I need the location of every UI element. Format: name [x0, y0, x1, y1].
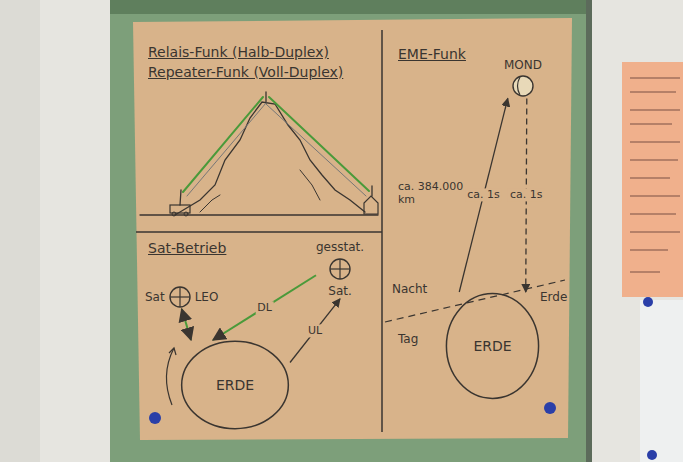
circle-shape: [170, 287, 190, 307]
satellite-label: gesstat.: [316, 240, 364, 254]
free-label: ca. 384.000 km: [398, 180, 470, 206]
moon-symbol: [511, 74, 535, 98]
path-label: DL: [255, 301, 274, 314]
free-label: Tag: [398, 332, 418, 346]
rotation-arrow: [166, 348, 176, 405]
path-label: ca. 1s: [508, 189, 545, 202]
satellite-label: Sat: [145, 290, 165, 304]
earth-circle: ERDE: [180, 340, 290, 430]
free-label: Nacht: [392, 282, 427, 296]
signal-path: [213, 275, 316, 340]
earth-circle: ERDE: [445, 292, 540, 400]
cabinet-top: [110, 0, 592, 14]
kraft-paper: [133, 18, 572, 440]
relay-illustration: [140, 92, 378, 216]
path-label: UL: [306, 324, 324, 337]
satellite-symbol: [168, 285, 192, 309]
signal-path: [182, 309, 191, 340]
line-shape: [339, 259, 340, 279]
cabinet-edge: [586, 0, 592, 462]
circle-shape: [330, 259, 350, 279]
moon-node: MOND: [504, 58, 542, 98]
ellipse-shape: [446, 294, 538, 399]
satellite-label: LEO: [195, 290, 219, 304]
side-sheet-lines: [630, 78, 680, 272]
wall-shade: [0, 0, 40, 462]
dividers: [136, 30, 382, 432]
signal-path: [290, 299, 340, 363]
earth-label: ERDE: [216, 377, 254, 394]
cabinet: [110, 0, 592, 462]
earth-label: ERDE: [473, 338, 511, 355]
satellite-label: Sat.: [328, 284, 352, 298]
free-label: Repeater-Funk (Voll-Duplex): [148, 64, 343, 81]
path-shape: [517, 77, 520, 95]
free-label: EME-Funk: [398, 46, 466, 63]
path-label: ca. 1s: [465, 189, 502, 202]
satellite-symbol: [328, 257, 352, 281]
free-label: Sat-Betrieb: [148, 240, 226, 257]
circle-shape: [513, 76, 533, 96]
ellipse-shape: [182, 341, 289, 428]
eme-illustration: [385, 280, 565, 322]
line-shape: [179, 287, 180, 307]
pins: [149, 297, 657, 460]
satellite-node: Sat LEO: [145, 285, 218, 309]
free-label: Erde: [540, 290, 567, 304]
moon-label: MOND: [504, 58, 542, 72]
white-sheet: [640, 300, 683, 462]
side-sheet: [622, 62, 683, 297]
signal-path: [459, 98, 508, 292]
free-label: Relais-Funk (Halb-Duplex): [148, 44, 329, 61]
satellite-node: gesstat. Sat.: [316, 240, 364, 299]
